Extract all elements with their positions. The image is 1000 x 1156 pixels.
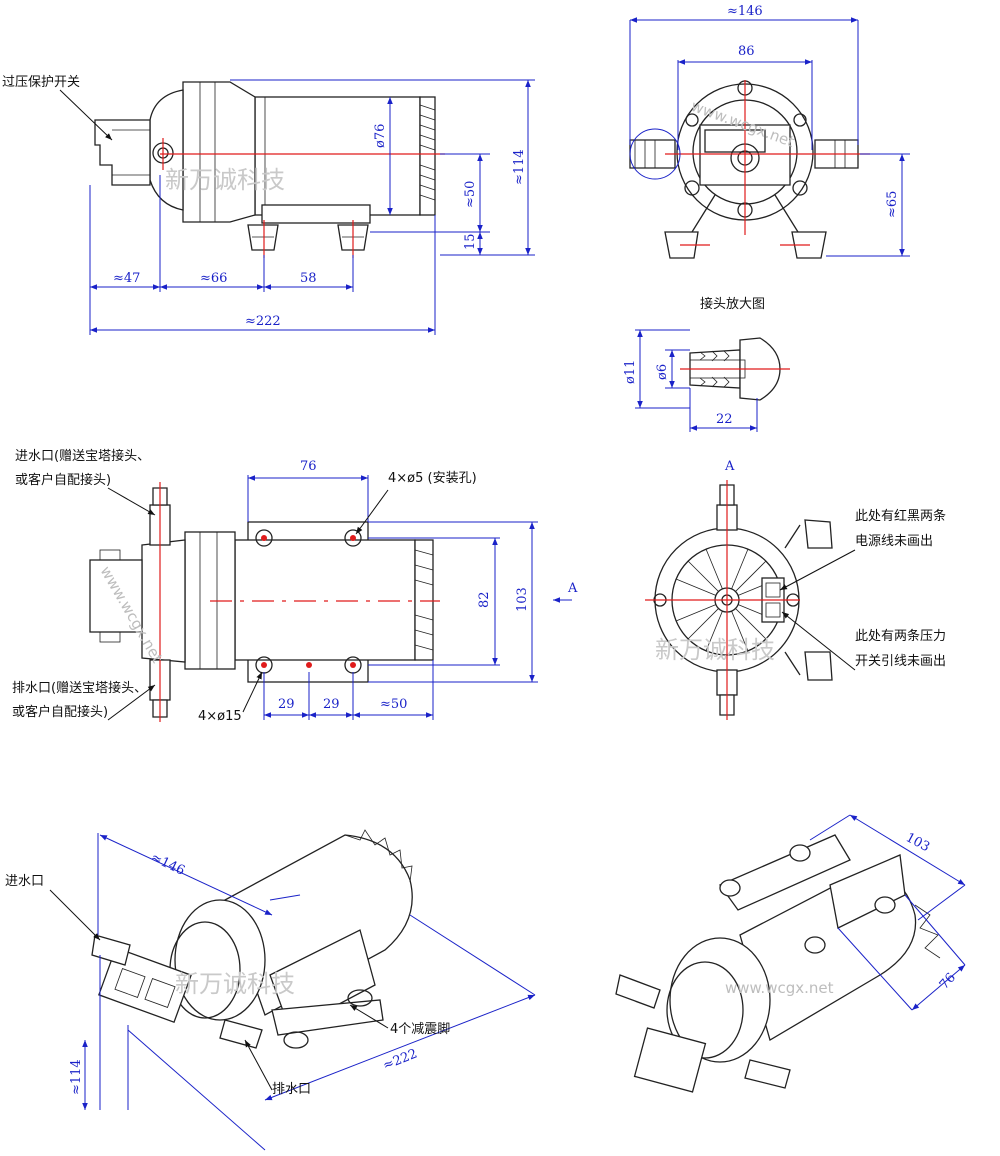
dim-axis-height: ≈50 (463, 181, 478, 208)
dim-front-inner-width: 86 (738, 44, 755, 59)
dim-foot-height: 15 (463, 233, 478, 250)
label-iso-inlet: 进水口 (5, 874, 44, 889)
dim-top-spacing-c: ≈50 (380, 697, 407, 712)
note-switch-2: 开关引线未画出 (855, 654, 946, 669)
label-inlet-line1: 进水口(赠送宝塔接头、 (15, 448, 150, 464)
dim-motor-dia: ø76 (373, 124, 388, 148)
label-mount-holes: 4×ø5 (安装孔) (388, 471, 477, 486)
top-view-dims (247, 475, 538, 720)
label-iso-feet: 4个减震脚 (390, 1021, 450, 1037)
front-view (629, 80, 870, 259)
view-a-title: A (724, 459, 735, 474)
dim-overall-length: ≈222 (245, 314, 281, 329)
dim-detail-length: 22 (716, 412, 733, 427)
iso-view-1 (91, 829, 413, 1049)
iso-view-2-dims (809, 814, 966, 1011)
dim-foot-len: 58 (300, 271, 317, 286)
watermark-brand-3: 新万诚科技 (175, 970, 295, 998)
fitting-detail (680, 337, 790, 401)
dim-front-width: ≈146 (727, 4, 763, 19)
view-a-marker-side: A (567, 581, 578, 596)
top-view (89, 482, 440, 722)
detail-title: 接头放大图 (700, 296, 765, 312)
note-switch-1: 此处有两条压力 (855, 628, 946, 644)
dim-iso2-width: 103 (903, 830, 932, 855)
iso-view-1-dims (82, 833, 536, 1151)
fitting-detail-dims (635, 329, 758, 432)
dim-top-foot-width: 82 (477, 591, 492, 608)
dim-side-height: ≈114 (512, 149, 527, 185)
view-a (645, 480, 833, 720)
dim-top-spacing-b: 29 (323, 697, 340, 712)
dim-mid-len: ≈66 (200, 271, 227, 286)
label-inlet-line2: 或客户自配接头) (15, 472, 111, 488)
watermark-brand-1: 新万诚科技 (165, 166, 285, 194)
front-view-dims (629, 17, 910, 257)
dim-inlet-len: ≈47 (113, 271, 140, 286)
label-iso-outlet: 排水口 (272, 1082, 311, 1097)
label-outlet-line2: 或客户自配接头) (12, 704, 108, 720)
side-view-dims (89, 79, 535, 335)
note-wires-1: 此处有红黑两条 (855, 508, 946, 524)
dim-iso-width: ≈146 (148, 850, 187, 879)
label-overpressure-switch: 过压保护开关 (2, 75, 80, 90)
dim-iso-length: ≈222 (381, 1046, 420, 1073)
watermark-brand-2: 新万诚科技 (655, 636, 775, 664)
iso-view-2 (615, 834, 941, 1093)
dim-detail-inner-dia: ø6 (655, 364, 670, 380)
dim-iso2-foot: 76 (937, 970, 959, 992)
note-wires-2: 电源线未画出 (855, 534, 933, 549)
dim-top-foot-spacing: 76 (300, 459, 317, 474)
label-outlet-line1: 排水口(赠送宝塔接头、 (12, 680, 147, 696)
dim-front-height: ≈65 (885, 191, 900, 218)
dim-iso-height: ≈114 (69, 1059, 84, 1095)
dim-detail-outer-dia: ø11 (623, 360, 638, 384)
label-feet: 4×ø15 (198, 709, 242, 724)
watermark-site-3: www.wcgx.net (725, 979, 834, 997)
dim-top-total-width: 103 (515, 587, 530, 612)
dim-top-spacing-a: 29 (278, 697, 295, 712)
